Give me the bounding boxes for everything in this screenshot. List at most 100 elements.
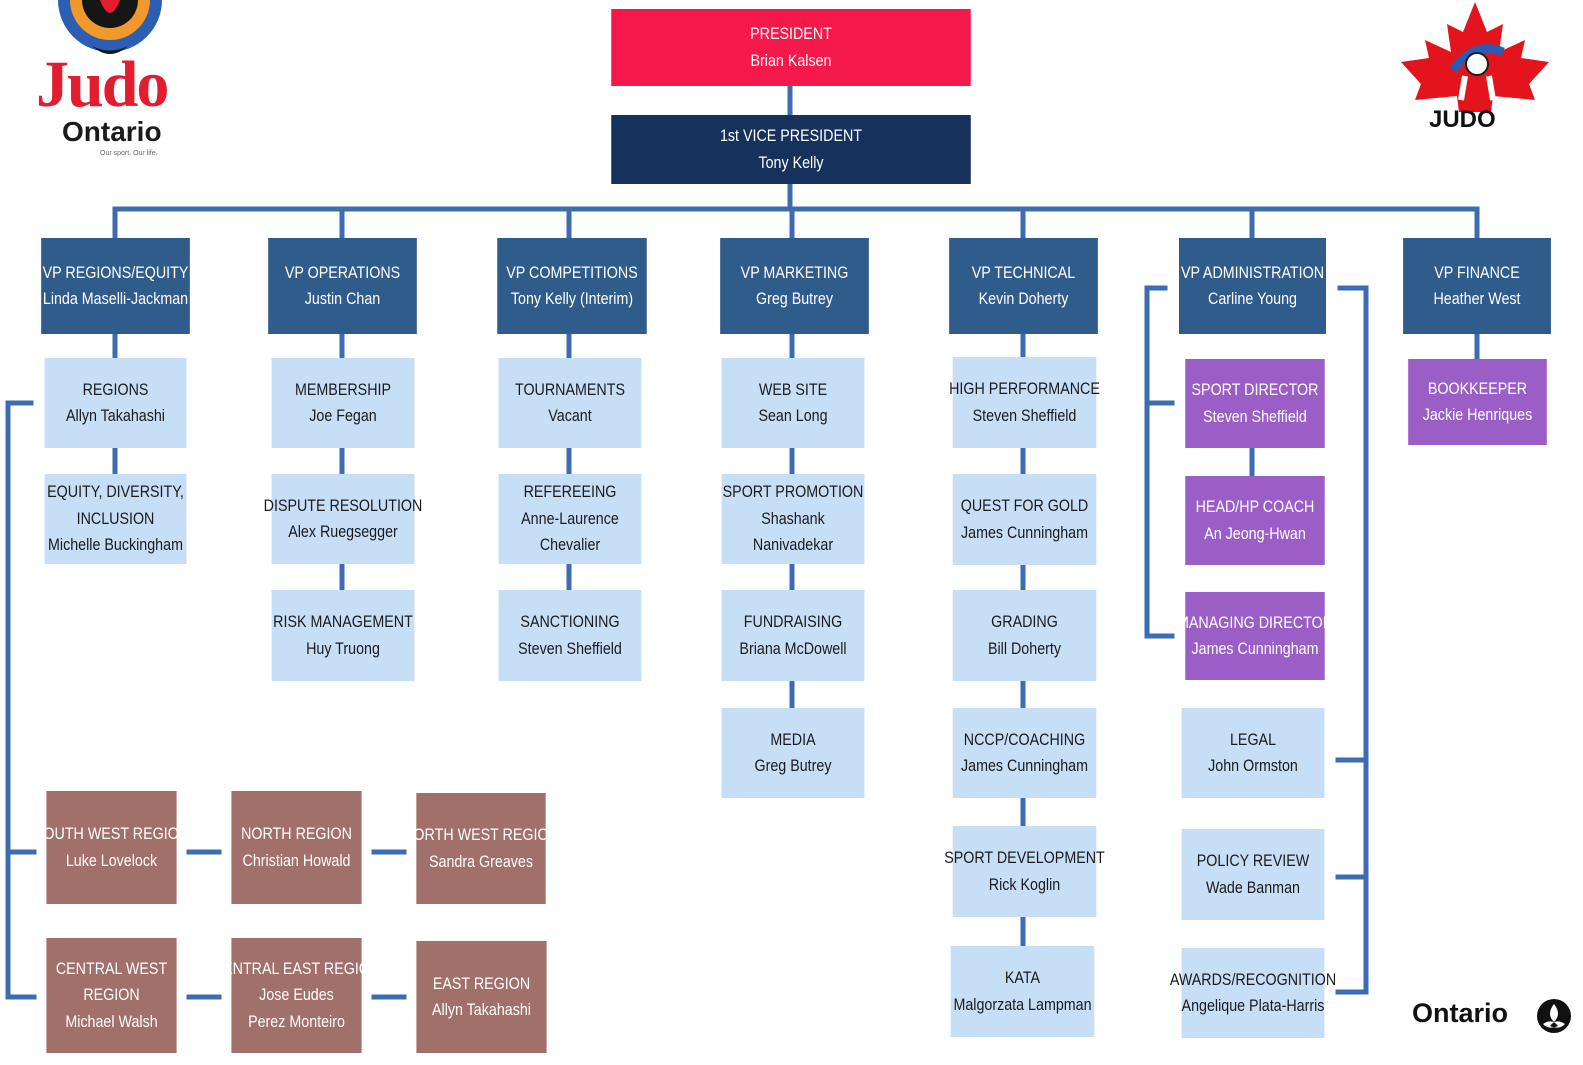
legal-box: LEGAL John Ormston <box>1181 708 1325 798</box>
role-name: Angelique Plata-Harris <box>1181 996 1325 1015</box>
role-name: Michelle Buckingham <box>48 535 183 555</box>
role-name: Briana McDowell <box>739 638 847 658</box>
role-title: DISPUTE RESOLUTION <box>263 495 423 515</box>
role-title: NCCP/COACHING <box>963 729 1086 749</box>
vp-title: VP FINANCE <box>1434 262 1520 282</box>
role-name: Greg Butrey <box>754 756 832 775</box>
region-name-line2: Perez Monteiro <box>248 1011 345 1031</box>
region-name: Christian Howald <box>242 850 351 870</box>
role-title: RISK MANAGEMENT <box>273 612 413 632</box>
first-vp-name: Tony Kelly <box>758 152 824 172</box>
region-name: Michael Walsh <box>65 1011 158 1031</box>
east-region-box: EAST REGION Allyn Takahashi <box>416 941 547 1053</box>
region-title: NORTH REGION <box>241 824 352 844</box>
policy-review-box: POLICY REVIEW Wade Banman <box>1181 829 1325 920</box>
role-title: TOURNAMENTS <box>514 379 626 399</box>
judo-ontario-emblem-icon <box>58 0 162 54</box>
judo-canada-label: JUDO <box>1429 106 1496 133</box>
sport-development-box: SPORT DEVELOPMENT Rick Koglin <box>944 826 1105 917</box>
role-name: Huy Truong <box>306 638 380 658</box>
bookkeeper-box: BOOKKEEPER Jackie Henriques <box>1408 359 1547 445</box>
central-east-region-box: CENTRAL EAST REGION Jose Eudes Perez Mon… <box>213 938 380 1053</box>
role-name: Alex Ruegsegger <box>288 522 398 541</box>
region-title-line2: REGION <box>83 985 140 1005</box>
region-name: Allyn Takahashi <box>432 1000 531 1019</box>
role-title: REGIONS <box>82 379 149 399</box>
role-name: James Cunningham <box>960 756 1088 775</box>
north-region-box: NORTH REGION Christian Howald <box>231 791 362 904</box>
vp-name: Heather West <box>1433 289 1521 308</box>
vp-title: VP REGIONS/EQUITY <box>42 262 189 282</box>
region-name: Jose Eudes <box>259 985 334 1005</box>
equity-diversity-inclusion-box: EQUITY, DIVERSITY, INCLUSION Michelle Bu… <box>44 474 187 564</box>
region-title: CENTRAL WEST <box>55 958 168 978</box>
role-name: Vacant <box>548 406 592 425</box>
region-title: NORTH WEST REGION <box>403 825 559 845</box>
role-title: FUNDRAISING <box>743 612 843 632</box>
region-title: EAST REGION <box>432 973 531 993</box>
refereeing-box: REFEREEING Anne-Laurence Chevalier <box>498 474 642 564</box>
role-name: Shashank <box>761 508 825 528</box>
president-title: PRESIDENT <box>750 24 832 44</box>
media-box: MEDIA Greg Butrey <box>721 708 865 798</box>
role-title: MEDIA <box>770 729 816 749</box>
north-west-region-box: NORTH WEST REGION Sandra Greaves <box>403 793 559 904</box>
role-name-line2: Chevalier <box>539 535 601 555</box>
tournaments-box: TOURNAMENTS Vacant <box>498 358 642 448</box>
sport-director-box: SPORT DIRECTOR Steven Sheffield <box>1185 359 1325 448</box>
quest-for-gold-box: QUEST FOR GOLD James Cunningham <box>952 474 1097 565</box>
vp-administration-box: VP ADMINISTRATION Carline Young <box>1179 238 1326 334</box>
membership-box: MEMBERSHIP Joe Fegan <box>271 358 415 448</box>
role-title: HEAD/HP COACH <box>1195 497 1315 517</box>
role-name: James Cunningham <box>1191 639 1319 658</box>
central-west-region-box: CENTRAL WEST REGION Michael Walsh <box>46 938 177 1053</box>
managing-director-box: MANAGING DIRECTOR James Cunningham <box>1177 592 1333 680</box>
role-name-line2: Nanivadekar <box>752 535 834 555</box>
grading-box: GRADING Bill Doherty <box>952 590 1097 681</box>
vp-finance-box: VP FINANCE Heather West <box>1403 238 1551 334</box>
role-title: LEGAL <box>1229 729 1277 749</box>
role-title: EQUITY, DIVERSITY, <box>47 482 184 502</box>
sanctioning-box: SANCTIONING Steven Sheffield <box>498 590 642 681</box>
role-name: Anne-Laurence <box>521 508 619 528</box>
vp-title: VP OPERATIONS <box>284 262 401 282</box>
role-title: SPORT DEVELOPMENT <box>944 848 1105 868</box>
ontario-label: Ontario <box>1412 998 1509 1028</box>
role-name: Bill Doherty <box>987 638 1062 658</box>
role-title: MEMBERSHIP <box>294 379 391 399</box>
role-title: WEB SITE <box>758 379 828 399</box>
trillium-icon <box>1537 999 1571 1033</box>
sport-promotion-box: SPORT PROMOTION Shashank Nanivadekar <box>721 474 865 564</box>
vp-name: Linda Maselli-Jackman <box>42 289 189 308</box>
role-title: SANCTIONING <box>520 612 620 632</box>
role-name: Allyn Takahashi <box>66 406 165 425</box>
role-title-line2: INCLUSION <box>76 508 155 528</box>
role-name: Jackie Henriques <box>1422 405 1533 424</box>
role-title: AWARDS/RECOGNITION <box>1169 969 1337 989</box>
president-name: Brian Kalsen <box>750 50 832 70</box>
vp-operations-box: VP OPERATIONS Justin Chan <box>268 238 417 334</box>
awards-recognition-box: AWARDS/RECOGNITION Angelique Plata-Harri… <box>1170 948 1336 1038</box>
role-title: REFEREEING <box>523 482 617 502</box>
role-title: GRADING <box>991 612 1058 632</box>
role-title: BOOKKEEPER <box>1427 378 1528 398</box>
vp-technical-box: VP TECHNICAL Kevin Doherty <box>949 238 1098 334</box>
role-name: Steven Sheffield <box>972 405 1077 425</box>
judo-ontario-subword: Ontario <box>62 116 162 147</box>
judo-ontario-wordmark: Judo <box>36 48 169 121</box>
judo-ontario-logo: Judo Ontario Our sport. Our life. <box>30 0 190 165</box>
role-title: QUEST FOR GOLD <box>960 496 1089 516</box>
region-name: Luke Lovelock <box>65 850 158 870</box>
region-title: CENTRAL EAST REGION <box>212 958 381 978</box>
high-performance-box: HIGH PERFORMANCE Steven Sheffield <box>949 357 1100 448</box>
vp-name: Kevin Doherty <box>978 289 1069 308</box>
south-west-region-box: SOUTH WEST REGION Luke Lovelock <box>34 791 189 904</box>
role-name: Joe Fegan <box>309 406 377 425</box>
maple-leaf-icon <box>1401 2 1549 112</box>
head-hp-coach-box: HEAD/HP COACH An Jeong-Hwan <box>1185 476 1325 565</box>
regions-box: REGIONS Allyn Takahashi <box>44 358 187 448</box>
vp-title: VP COMPETITIONS <box>506 262 638 282</box>
ontario-logo: Ontario <box>1412 996 1582 1040</box>
role-title: POLICY REVIEW <box>1196 851 1310 871</box>
